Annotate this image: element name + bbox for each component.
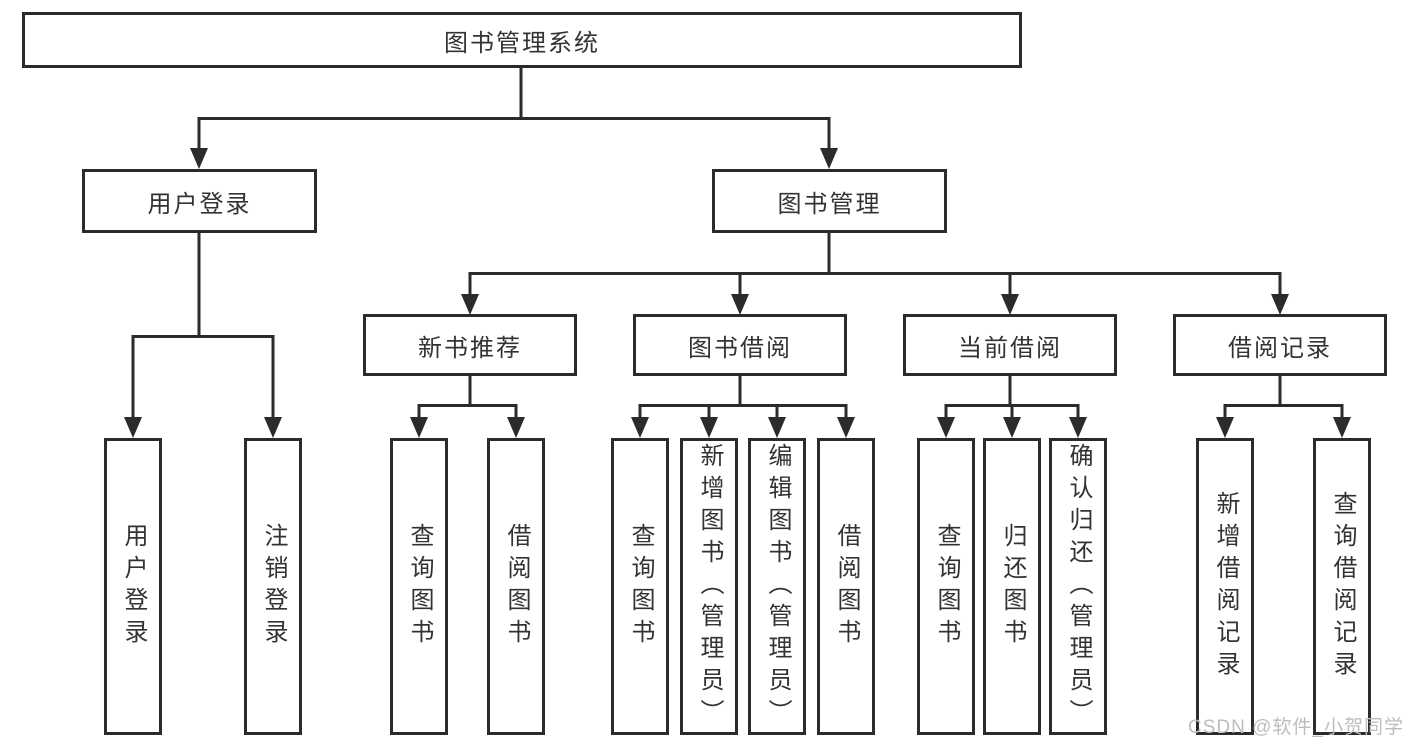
node-label: 图书借阅 — [688, 334, 792, 362]
leaf-return-books: 归还图书 — [983, 438, 1041, 735]
leaf-label: 归还图书 — [999, 522, 1026, 651]
leaf-label: 查询图书 — [627, 522, 654, 651]
leaf-label: 查询图书 — [933, 522, 960, 651]
leaf-label: 新增图书（管理员） — [696, 442, 723, 731]
connector-root-to-level2 — [190, 68, 838, 169]
node-label: 用户登录 — [147, 190, 252, 218]
node-label: 当前借阅 — [958, 334, 1062, 362]
leaf-label: 注销登录 — [260, 522, 287, 651]
leaf-label: 用户登录 — [120, 522, 147, 651]
leaf-add-books-admin: 新增图书（管理员） — [680, 438, 738, 735]
node-label: 图书管理 — [777, 190, 882, 218]
leaf-query-books-borrow: 查询图书 — [611, 438, 669, 735]
leaf-user-login: 用户登录 — [104, 438, 162, 735]
leaf-logout: 注销登录 — [244, 438, 302, 735]
node-current-borrow: 当前借阅 — [903, 314, 1117, 376]
leaf-label: 查询图书 — [406, 522, 433, 651]
leaf-borrow-books-recommend: 借阅图书 — [487, 438, 545, 735]
leaf-add-borrow-record: 新增借阅记录 — [1196, 438, 1254, 735]
leaf-label: 新增借阅记录 — [1212, 490, 1239, 683]
leaf-confirm-return-admin: 确认归还（管理员） — [1049, 438, 1107, 735]
leaf-edit-books-admin: 编辑图书（管理员） — [748, 438, 806, 735]
csdn-watermark: CSDN @软件_小贺同学 — [1188, 717, 1404, 738]
node-new-book-recommend: 新书推荐 — [363, 314, 577, 376]
node-label: 图书管理系统 — [444, 29, 600, 57]
node-book-borrow: 图书借阅 — [633, 314, 847, 376]
leaf-query-books-current: 查询图书 — [917, 438, 975, 735]
leaf-query-borrow-record: 查询借阅记录 — [1313, 438, 1371, 735]
connector-user-login-to-leaves — [124, 233, 282, 438]
node-label: 借阅记录 — [1228, 334, 1332, 362]
node-user-login: 用户登录 — [82, 169, 317, 233]
node-library-management-system: 图书管理系统 — [22, 12, 1022, 68]
leaf-label: 编辑图书（管理员） — [764, 442, 791, 731]
leaf-label: 查询借阅记录 — [1329, 490, 1356, 683]
leaf-label: 借阅图书 — [833, 522, 860, 651]
node-book-management: 图书管理 — [712, 169, 947, 233]
leaf-label: 确认归还（管理员） — [1065, 442, 1092, 731]
connector-book-management-to-level3 — [461, 233, 1289, 315]
connector-new-book-recommend-to-leaves — [410, 376, 525, 438]
node-label: 新书推荐 — [418, 334, 522, 362]
connector-book-borrow-to-leaves — [631, 376, 855, 438]
leaf-label: 借阅图书 — [503, 522, 530, 651]
leaf-query-books-recommend: 查询图书 — [390, 438, 448, 735]
connector-borrow-records-to-leaves — [1216, 376, 1351, 438]
connector-current-borrow-to-leaves — [937, 376, 1087, 438]
leaf-borrow-books: 借阅图书 — [817, 438, 875, 735]
node-borrow-records: 借阅记录 — [1173, 314, 1387, 376]
